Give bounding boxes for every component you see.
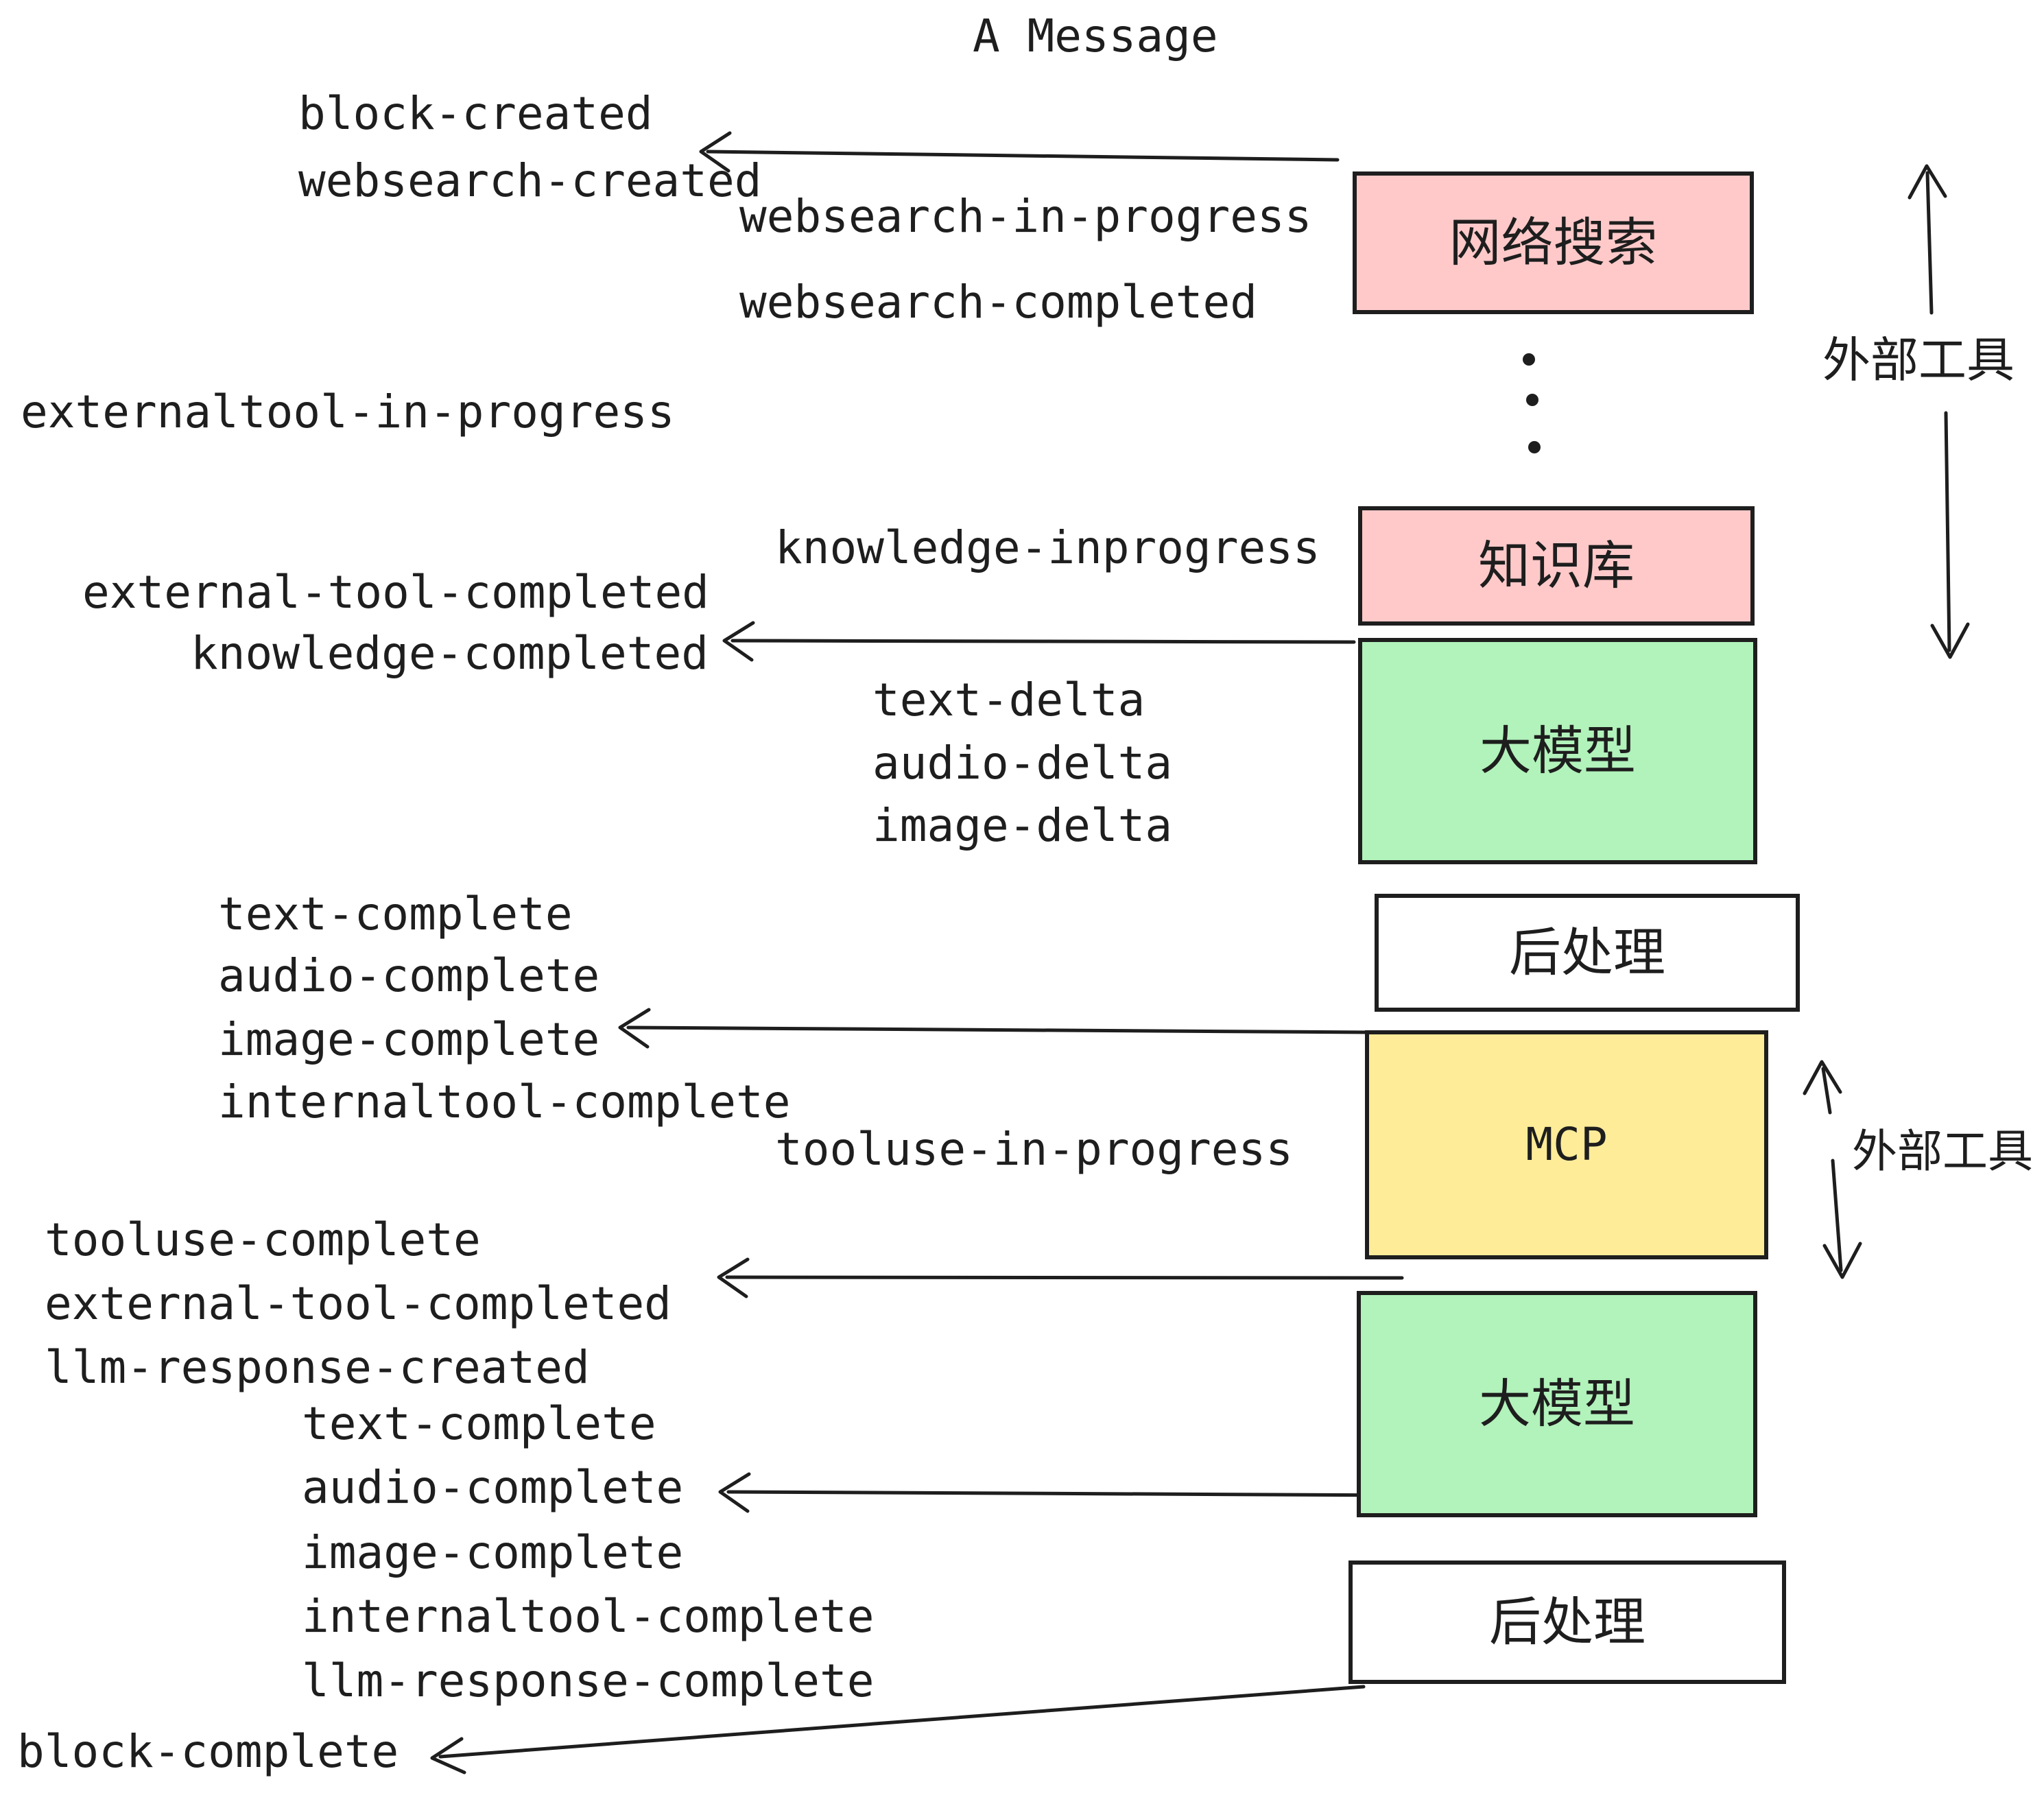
box-postprocess-bottom-label: 后处理 bbox=[1489, 1591, 1645, 1652]
event-image-complete-2: image-complete bbox=[302, 1526, 684, 1579]
event-externaltool-in-progress: externaltool-in-progress bbox=[21, 385, 675, 438]
external-tool-mcp-down-arrow bbox=[1822, 1159, 1862, 1279]
external-tool-top-up-arrow bbox=[1908, 164, 1947, 315]
event-websearch-created: websearch-created bbox=[298, 154, 762, 207]
external-tool-top-down-arrow bbox=[1930, 411, 1970, 659]
arrow-to-websearch-created bbox=[699, 131, 1340, 173]
event-internaltool-complete-2: internaltool-complete bbox=[302, 1590, 875, 1643]
box-knowledge-label: 知识库 bbox=[1478, 535, 1635, 596]
event-knowledge-inprogress: knowledge-inprogress bbox=[775, 521, 1320, 574]
box-postprocess-top: 后处理 bbox=[1375, 894, 1800, 1012]
event-text-complete-2: text-complete bbox=[302, 1397, 656, 1450]
event-external-tool-completed-1: external-tool-completed bbox=[82, 566, 709, 619]
event-internaltool-complete-1: internaltool-complete bbox=[218, 1076, 791, 1128]
arrow-to-image-complete bbox=[618, 1008, 1372, 1049]
event-text-delta-1: text-delta bbox=[872, 674, 1145, 726]
event-image-complete-1: image-complete bbox=[218, 1013, 600, 1066]
box-postprocess-top-label: 后处理 bbox=[1509, 922, 1665, 983]
ellipsis-dot-2 bbox=[1526, 394, 1538, 406]
event-text-complete-1: text-complete bbox=[218, 888, 573, 940]
box-websearch-label: 网络搜索 bbox=[1449, 212, 1658, 273]
box-llm-top-label: 大模型 bbox=[1479, 720, 1636, 781]
event-websearch-completed: websearch-completed bbox=[739, 276, 1257, 329]
event-image-delta-1: image-delta bbox=[872, 799, 1173, 852]
event-websearch-in-progress: websearch-in-progress bbox=[739, 190, 1312, 243]
external-tool-mcp-up-arrow bbox=[1803, 1060, 1842, 1115]
arrow-to-external-tool-completed bbox=[717, 1257, 1404, 1298]
event-audio-complete-2: audio-complete bbox=[302, 1461, 684, 1514]
box-llm-top: 大模型 bbox=[1358, 638, 1757, 864]
ellipsis-dot-1 bbox=[1523, 353, 1535, 366]
external-tool-mcp-label: 外部工具 bbox=[1852, 1125, 2033, 1178]
box-mcp: MCP bbox=[1365, 1030, 1768, 1259]
arrow-to-knowledge-completed bbox=[722, 621, 1356, 662]
event-external-tool-completed-2: external-tool-completed bbox=[45, 1277, 672, 1330]
box-websearch: 网络搜索 bbox=[1353, 171, 1754, 314]
event-llm-response-complete: llm-response-complete bbox=[302, 1654, 875, 1707]
event-audio-complete-1: audio-complete bbox=[218, 949, 600, 1002]
box-postprocess-bottom: 后处理 bbox=[1348, 1560, 1786, 1684]
ellipsis-dot-3 bbox=[1528, 441, 1541, 453]
box-mcp-label: MCP bbox=[1525, 1118, 1608, 1171]
arrow-to-audio-complete bbox=[718, 1472, 1419, 1513]
event-knowledge-completed: knowledge-completed bbox=[191, 627, 709, 680]
box-llm-bottom-label: 大模型 bbox=[1479, 1373, 1635, 1434]
event-block-complete: block-complete bbox=[17, 1725, 399, 1778]
diagram-title: A Message bbox=[973, 10, 1218, 62]
event-tooluse-in-progress: tooluse-in-progress bbox=[775, 1123, 1293, 1176]
event-llm-response-created: llm-response-created bbox=[45, 1341, 590, 1394]
box-knowledge: 知识库 bbox=[1358, 506, 1755, 626]
external-tool-top-label: 外部工具 bbox=[1822, 332, 2015, 388]
event-block-created: block-created bbox=[298, 87, 653, 140]
event-tooluse-complete: tooluse-complete bbox=[45, 1213, 481, 1266]
box-llm-bottom: 大模型 bbox=[1357, 1291, 1757, 1517]
event-audio-delta-1: audio-delta bbox=[872, 737, 1173, 790]
